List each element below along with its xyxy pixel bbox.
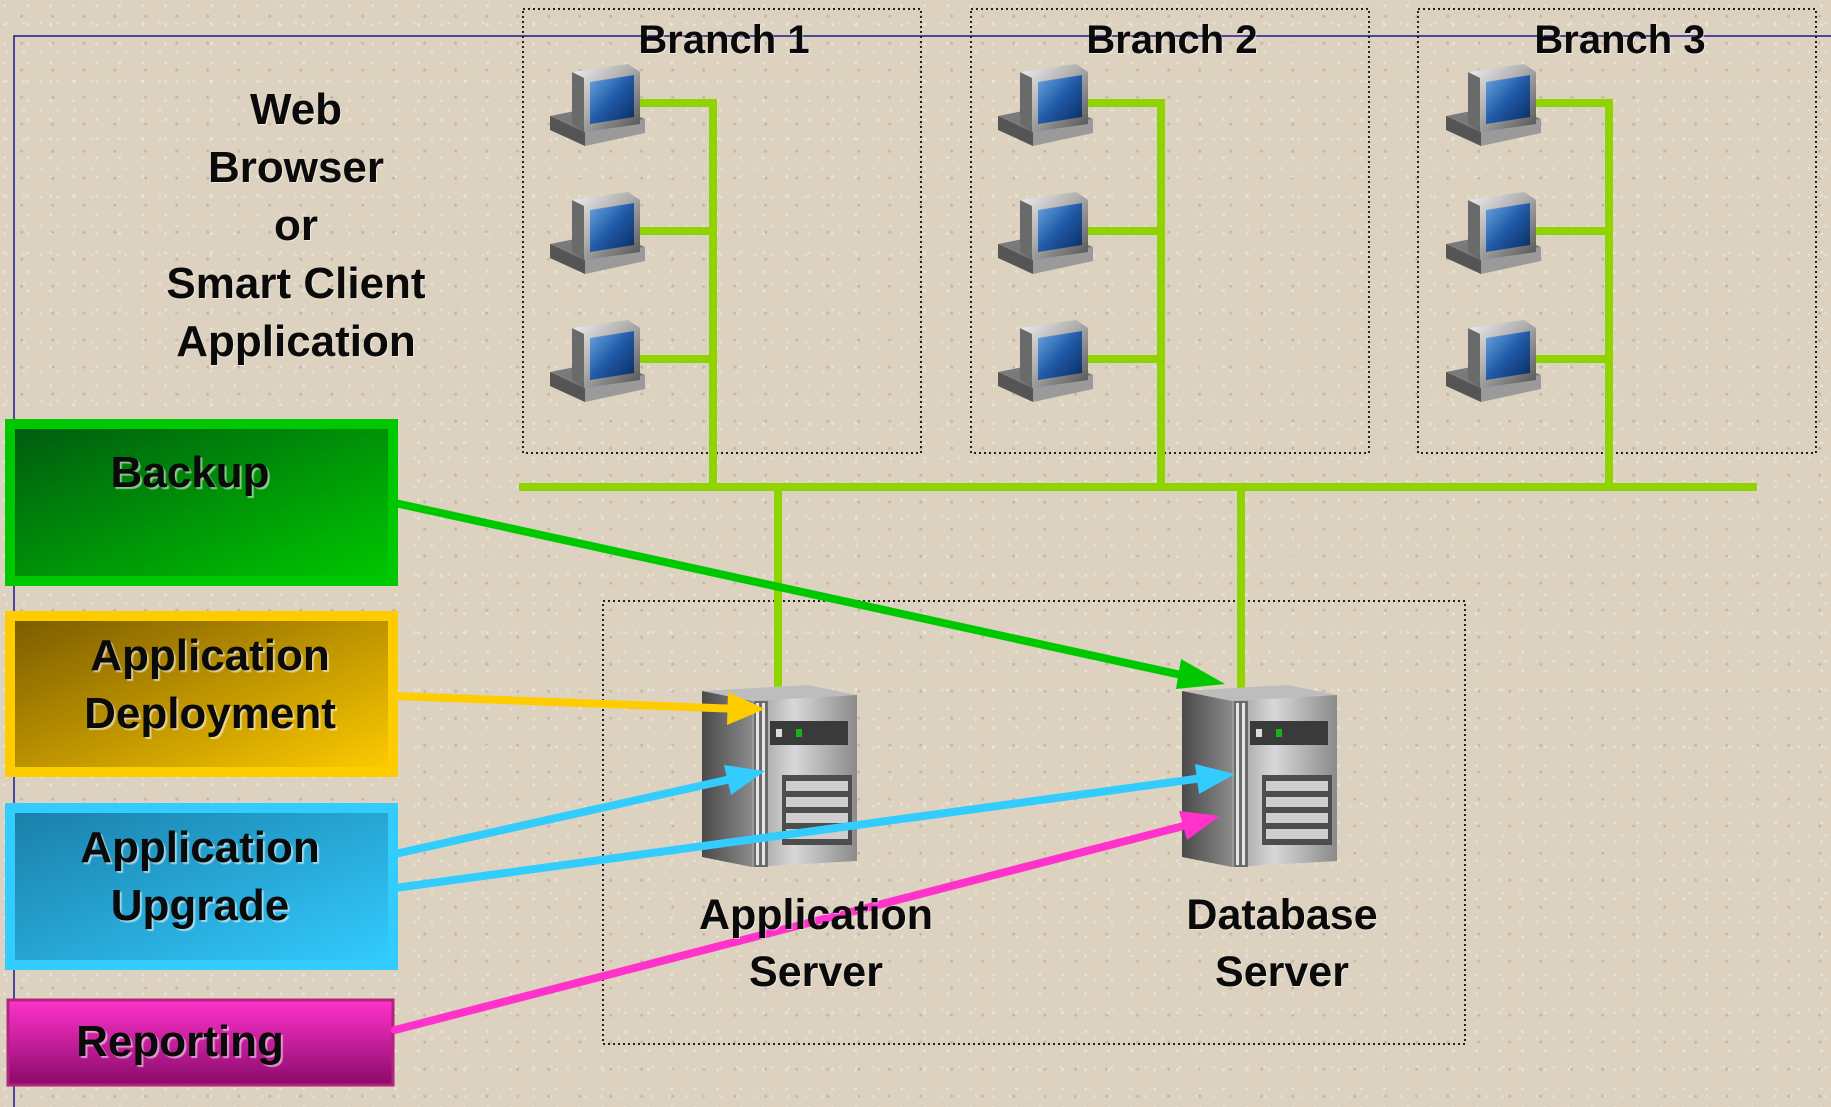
upgrade-label-line: Application [80, 823, 320, 872]
branch-1-workstations [550, 64, 645, 402]
desktop-computer-icon [1446, 192, 1541, 274]
backup-label: Backup [110, 448, 270, 497]
upgrade-arrow-db [391, 773, 1214, 892]
branch-1-title: Branch 1 [638, 18, 810, 62]
desktop-computer-icon [998, 64, 1093, 146]
deployment-box [5, 611, 398, 777]
branch-3-title: Branch 3 [1534, 18, 1706, 62]
backup-arrow [391, 499, 1199, 682]
upgrade-box [5, 803, 398, 970]
application-server-label: Application Server [646, 887, 986, 1001]
backup-arrowhead [1176, 659, 1225, 689]
server-room-container [602, 600, 1466, 1045]
upgrade-label-line: Upgrade [110, 881, 290, 930]
client-label: Web Browser or Smart Client Application [96, 81, 496, 371]
client-label-line: or [274, 201, 318, 250]
network-lines [519, 99, 1757, 704]
application-server-label-line: Application [698, 891, 934, 939]
branch-2-container [970, 8, 1370, 454]
branch-3-workstations [1446, 64, 1541, 402]
desktop-computer-icon [550, 320, 645, 402]
deployment-arrowhead [727, 692, 765, 725]
desktop-computer-icon [550, 64, 645, 146]
client-label-line: Smart Client [166, 259, 426, 308]
desktop-computer-icon [1446, 320, 1541, 402]
deployment-label-line: Deployment [84, 689, 336, 738]
reporting-arrowhead [1179, 811, 1220, 840]
branch-2-workstations [998, 64, 1093, 402]
client-label-line: Application [176, 317, 416, 366]
branch-1-container [522, 8, 922, 454]
desktop-computer-icon [1446, 64, 1541, 146]
upgrade-label: Application Upgrade [10, 819, 390, 935]
reporting-arrow [391, 819, 1199, 1034]
desktop-computer-icon [998, 192, 1093, 274]
desktop-computer-icon [550, 192, 645, 274]
upgrade-arrow-app [391, 773, 744, 858]
database-server-label-line: Server [1215, 948, 1349, 996]
application-server-label-line: Server [749, 948, 883, 996]
branch-3-container [1417, 8, 1817, 454]
deployment-label: Application Deployment [20, 627, 400, 743]
deployment-arrow [391, 692, 744, 713]
client-label-line: Web [249, 85, 343, 134]
reporting-label: Reporting [76, 1017, 284, 1066]
desktop-computer-icon [998, 320, 1093, 402]
branch-2-title: Branch 2 [1086, 18, 1258, 62]
database-server-label: Database Server [1112, 887, 1452, 1001]
upgrade-arrowhead-app [724, 765, 765, 795]
client-label-line: Browser [207, 143, 385, 192]
database-server-label-line: Database [1186, 891, 1378, 939]
deployment-label-line: Application [90, 631, 330, 680]
reporting-box [6, 998, 395, 1087]
upgrade-arrowhead-db [1195, 764, 1235, 794]
